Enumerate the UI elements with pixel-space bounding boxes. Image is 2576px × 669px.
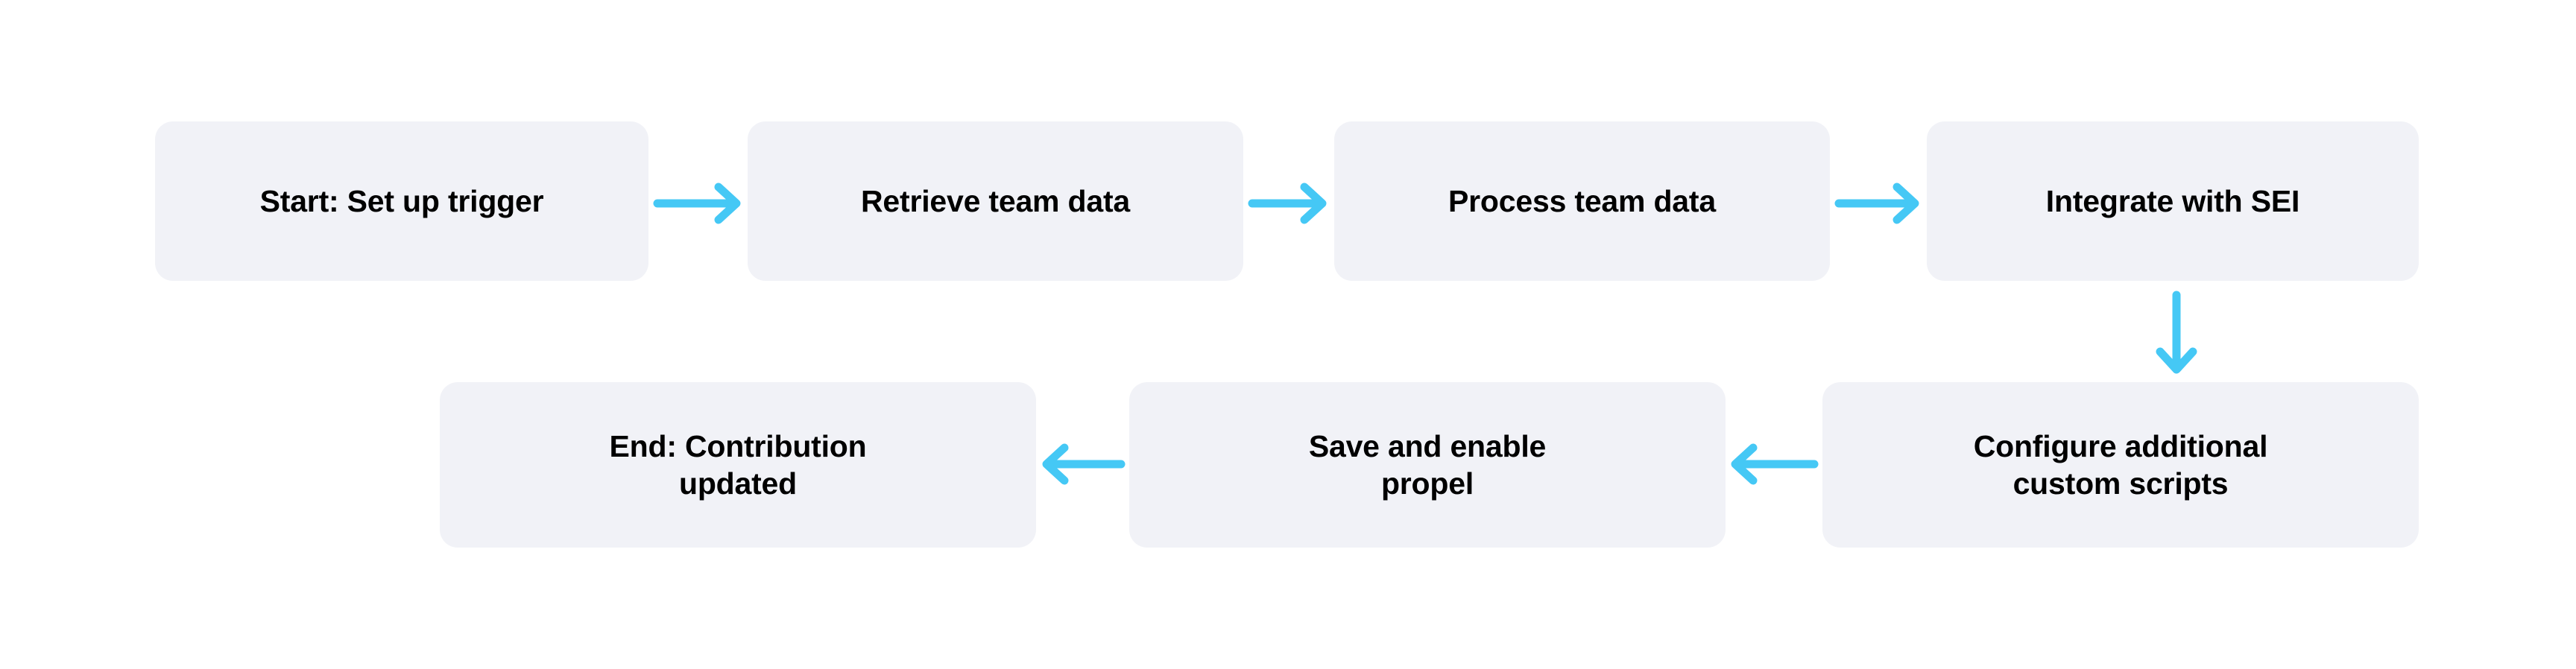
flow-node-start[interactable]: Start: Set up trigger — [155, 121, 648, 281]
arrow-left-icon-configure-to-save — [1731, 443, 1819, 485]
arrow-right-icon-start-to-retrieve — [653, 183, 742, 224]
flow-node-label: Save and enable propel — [1308, 428, 1547, 501]
arrow-left-icon-save-to-end — [1042, 443, 1126, 485]
flow-node-end-contribution-updated[interactable]: End: Contribution updated — [440, 382, 1036, 548]
flow-node-configure-additional-custom-scripts[interactable]: Configure additional custom scripts — [1822, 382, 2419, 548]
flow-node-process-team-data[interactable]: Process team data — [1334, 121, 1830, 281]
flow-node-label: Configure additional custom scripts — [1973, 428, 2268, 501]
arrow-right-icon-retrieve-to-process — [1248, 183, 1328, 224]
flow-node-label: Integrate with SEI — [2045, 183, 2300, 218]
flow-node-retrieve-team-data[interactable]: Retrieve team data — [748, 121, 1243, 281]
flow-node-label: End: Contribution updated — [609, 428, 867, 501]
flow-node-integrate-with-sei[interactable]: Integrate with SEI — [1927, 121, 2419, 281]
arrow-right-icon-process-to-integrate — [1834, 183, 1921, 224]
flow-node-label: Retrieve team data — [860, 183, 1131, 218]
flow-node-label: Process team data — [1448, 183, 1716, 218]
flow-node-label: Start: Set up trigger — [259, 183, 544, 218]
arrow-down-icon-integrate-to-configure — [2156, 291, 2197, 375]
flow-node-save-and-enable-propel[interactable]: Save and enable propel — [1129, 382, 1726, 548]
